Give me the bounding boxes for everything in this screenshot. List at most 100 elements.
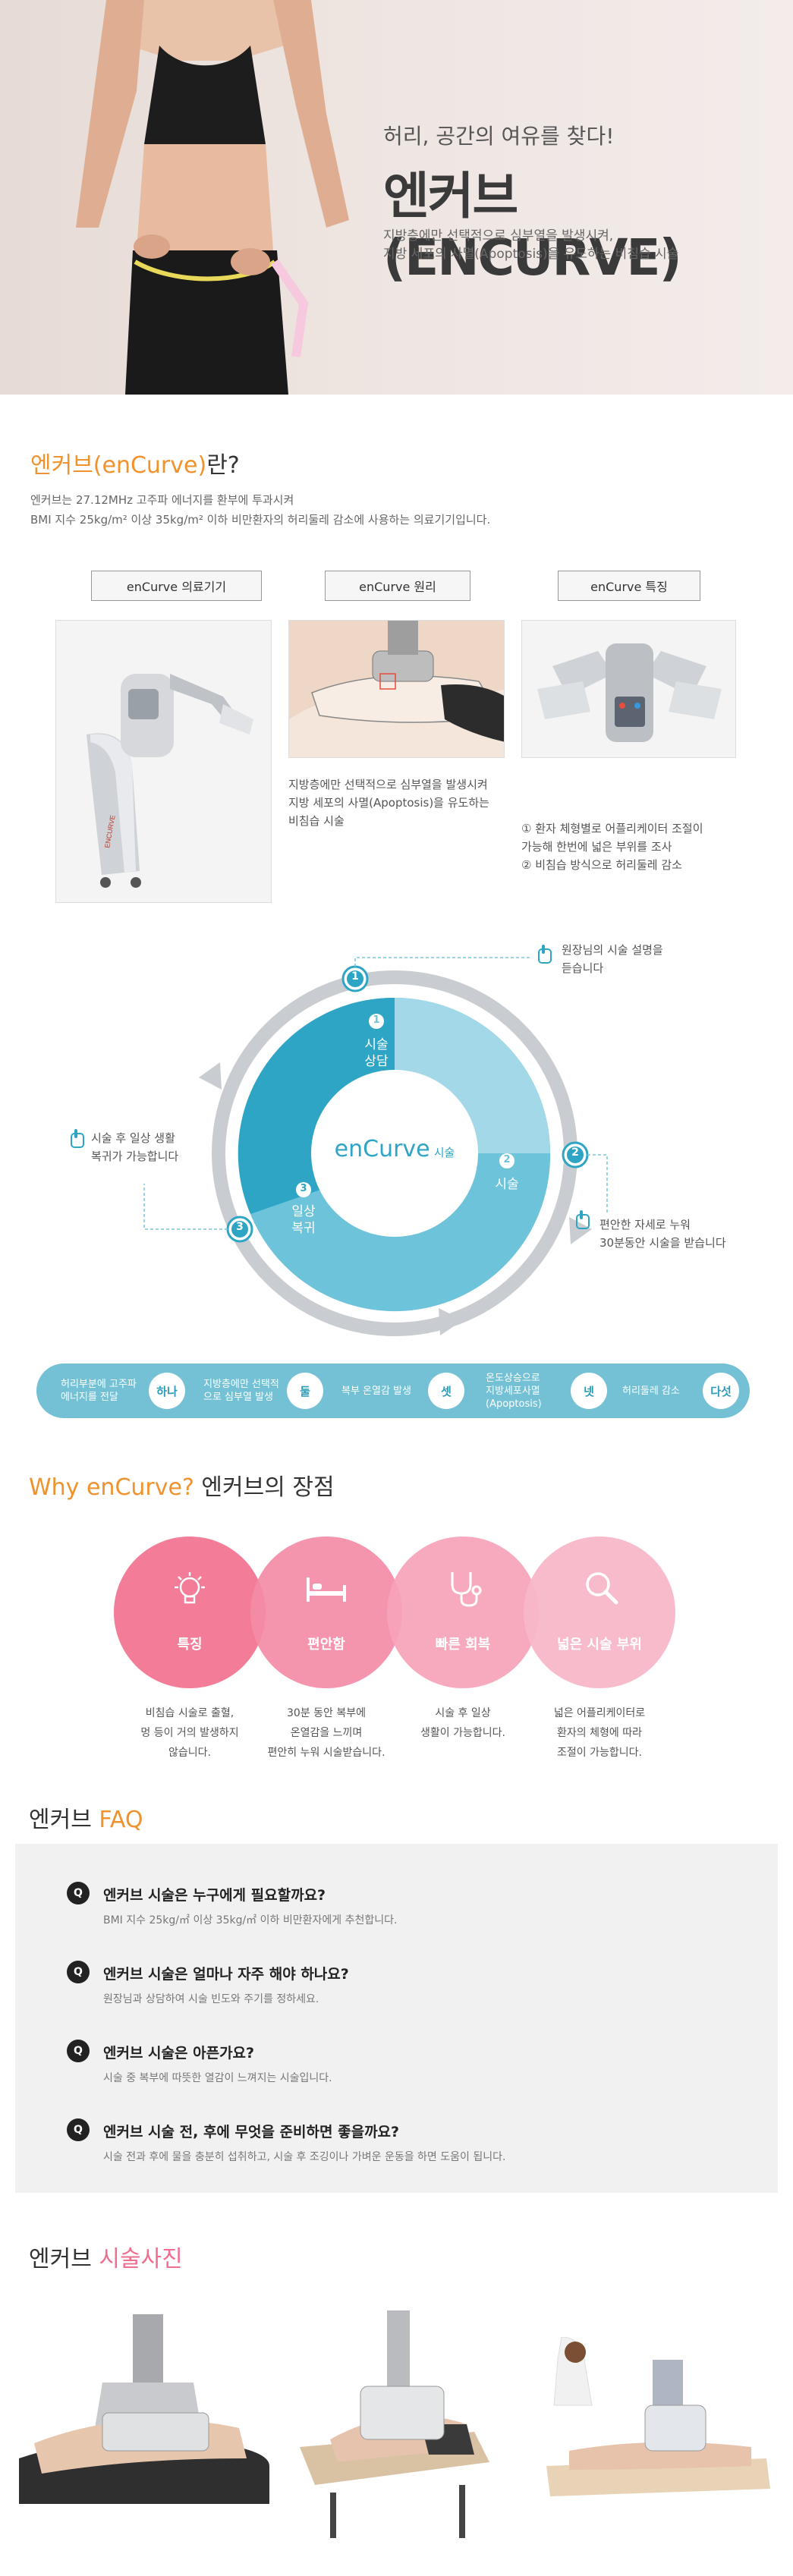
- faq-title-accent: FAQ: [99, 1807, 143, 1833]
- cycle-note-return-line1: 시술 후 일상 생활: [91, 1131, 175, 1145]
- segment-consult-number: 1: [373, 1014, 380, 1026]
- step-3-text: 복부 온열감 발생: [341, 1372, 425, 1410]
- advantage-desc-feature-line2: 멍 등이 거의 발생하지: [140, 1727, 239, 1739]
- cycle-center-label: enCurve 시술: [319, 1136, 470, 1162]
- step-4-line2: 지방세포사멸: [486, 1385, 540, 1397]
- advantage-label-comfort: 편안함: [307, 1637, 345, 1653]
- cycle-note-consult: 원장님의 시술 설명을 듣습니다: [562, 941, 663, 977]
- step-4-text: 온도상승으로 지방세포사멸 (Apoptosis): [486, 1368, 569, 1414]
- feature-image: [521, 620, 736, 758]
- advantage-desc-area-line2: 환자의 체형에 따라: [557, 1727, 642, 1739]
- procedure-photo-1: [19, 2314, 269, 2504]
- faq-q-badge-1: Q: [67, 1882, 90, 1904]
- advantages-title-rest: 엔커브의 장점: [194, 1474, 335, 1501]
- advantage-desc-recovery: 시술 후 일상 생활이 가능합니다.: [387, 1703, 539, 1743]
- tab-principle[interactable]: enCurve 원리: [325, 571, 470, 601]
- hand-icon: [538, 945, 552, 964]
- step-2-text: 지방층에만 선택적 으로 심부열 발생: [203, 1372, 288, 1410]
- photos-title-accent: 시술사진: [99, 2246, 183, 2272]
- principle-illustration: [289, 621, 504, 757]
- step-4-badge: 넷: [571, 1373, 607, 1409]
- principle-image: [288, 620, 505, 758]
- magnifier-icon: [586, 1572, 618, 1605]
- feature-text-line1: ① 환자 체형별로 어플리케이터 조절이: [521, 822, 703, 835]
- procedure-cycle-diagram: [71, 945, 608, 1336]
- advantage-circle-feature: [114, 1536, 266, 1688]
- cycle-marker-2: 2: [571, 1146, 579, 1159]
- advantage-desc-comfort-line3: 편안히 누워 시술받습니다.: [267, 1747, 385, 1759]
- faq-answer-1: BMI 지수 25kg/㎡ 이상 35kg/㎡ 이하 비만환자에게 추천합니다.: [103, 1914, 398, 1926]
- advantage-circle-area: [524, 1536, 675, 1688]
- cycle-note-procedure-line2: 30분동안 시술을 받습니다: [599, 1236, 726, 1250]
- feature-text-line3: ② 비침습 방식으로 허리둘레 감소: [521, 858, 682, 872]
- step-3-line1: 복부 온열감 발생: [341, 1385, 411, 1397]
- advantage-desc-recovery-line2: 생활이 가능합니다.: [420, 1727, 505, 1739]
- step-5-badge: 다섯: [703, 1373, 739, 1409]
- segment-return-label1: 일상: [291, 1204, 316, 1219]
- segment-procedure-label: 시술: [495, 1177, 519, 1192]
- feature-illustration: [522, 621, 735, 757]
- stethoscope-icon: [451, 1572, 482, 1607]
- advantage-desc-feature-line1: 비침습 시술로 출혈,: [145, 1707, 234, 1719]
- cycle-marker-3: 3: [236, 1221, 244, 1233]
- tab-feature[interactable]: enCurve 특징: [558, 571, 700, 601]
- device-illustration: ENCURVE: [56, 621, 271, 902]
- faq-title-plain: 엔커브: [29, 1807, 99, 1833]
- advantage-desc-feature: 비침습 시술로 출혈, 멍 등이 거의 발생하지 않습니다.: [114, 1703, 266, 1763]
- advantages-section-title: Why enCurve? 엔커브의 장점: [29, 1468, 335, 1502]
- step-2-line2: 으로 심부열 발생: [203, 1392, 273, 1403]
- faq-question-2[interactable]: 엔커브 시술은 얼마나 자주 해야 하나요?: [103, 1966, 349, 1983]
- advantage-desc-comfort-line1: 30분 동안 복부에: [287, 1707, 366, 1719]
- device-image: ENCURVE: [55, 620, 272, 903]
- bed-icon: [307, 1577, 346, 1602]
- advantage-desc-area-line1: 넓은 어플리케이터로: [553, 1707, 646, 1719]
- step-1-line2: 에너지를 전달: [61, 1392, 118, 1403]
- segment-consult-label1: 시술: [364, 1037, 389, 1052]
- faq-section-title: 엔커브 FAQ: [29, 1801, 143, 1834]
- faq-q-badge-3: Q: [67, 2040, 90, 2062]
- advantage-label-feature: 특징: [177, 1637, 203, 1653]
- faq-question-1[interactable]: 엔커브 시술은 누구에게 필요할까요?: [103, 1887, 326, 1904]
- hero-subtitle: 허리, 공간의 여유를 찾다!: [383, 124, 615, 149]
- principle-text-line1: 지방층에만 선택적으로 심부열을 발생시켜: [288, 778, 488, 791]
- procedure-photo-2: [285, 2310, 512, 2538]
- cycle-note-consult-line1: 원장님의 시술 설명을: [562, 943, 663, 957]
- tab-device[interactable]: enCurve 의료기기: [91, 571, 262, 601]
- about-title-rest: 란?: [206, 452, 240, 479]
- segment-return: [238, 997, 395, 1214]
- faq-q-badge-4: Q: [67, 2118, 90, 2141]
- lightbulb-icon: [175, 1572, 205, 1604]
- segment-consult-label2: 상담: [364, 1054, 389, 1069]
- segment-return-number: 3: [300, 1183, 307, 1194]
- step-1-line1: 허리부분에 고주파: [61, 1379, 137, 1390]
- about-title-accent: 엔커브(enCurve): [30, 452, 207, 479]
- segment-procedure-number: 2: [503, 1154, 511, 1165]
- faq-question-3[interactable]: 엔커브 시술은 아픈가요?: [103, 2045, 255, 2062]
- hero-model-image: [76, 0, 349, 395]
- advantage-desc-comfort-line2: 온열감을 느끼며: [290, 1727, 363, 1739]
- step-3-badge: 셋: [428, 1373, 464, 1409]
- procedure-photo-3: [539, 2337, 774, 2512]
- step-4-line3: (Apoptosis): [486, 1398, 542, 1410]
- advantage-desc-recovery-line1: 시술 후 일상: [435, 1707, 491, 1719]
- advantage-label-recovery: 빠른 회복: [435, 1637, 491, 1653]
- hero-description-line2: 지방 세포의 사멸(Apoptosis)을 유도하는 비침습 시술: [383, 247, 679, 262]
- principle-text-line2: 지방 세포의 사멸(Apoptosis)을 유도하는: [288, 796, 489, 810]
- cycle-note-procedure-line1: 편안한 자세로 누워: [599, 1218, 691, 1231]
- principle-text: 지방층에만 선택적으로 심부열을 발생시켜 지방 세포의 사멸(Apoptosi…: [288, 775, 508, 830]
- step-5-line1: 허리둘레 감소: [622, 1385, 680, 1397]
- advantage-label-area: 넓은 시술 부위: [557, 1637, 642, 1653]
- segment-return-label2: 복귀: [291, 1221, 316, 1236]
- photos-title-plain: 엔커브: [29, 2246, 99, 2272]
- hand-icon: [71, 1129, 84, 1148]
- about-description-line2: BMI 지수 25kg/m² 이상 35kg/m² 이하 비만환자의 허리둘레 …: [30, 513, 491, 527]
- cycle-note-procedure: 편안한 자세로 누워 30분동안 시술을 받습니다: [599, 1216, 726, 1252]
- faq-question-4[interactable]: 엔커브 시술 전, 후에 무엇을 준비하면 좋을까요?: [103, 2124, 400, 2140]
- advantage-desc-comfort: 30분 동안 복부에 온열감을 느끼며 편안히 누워 시술받습니다.: [250, 1703, 402, 1763]
- hero-description-line1: 지방층에만 선택적으로 심부열을 발생시켜,: [383, 228, 614, 244]
- advantage-circle-recovery: [387, 1536, 539, 1688]
- advantage-circle-comfort: [250, 1536, 402, 1688]
- cycle-note-consult-line2: 듣습니다: [562, 961, 604, 975]
- cycle-note-return-line2: 복귀가 가능합니다: [91, 1150, 179, 1163]
- advantage-desc-feature-line3: 않습니다.: [168, 1747, 211, 1759]
